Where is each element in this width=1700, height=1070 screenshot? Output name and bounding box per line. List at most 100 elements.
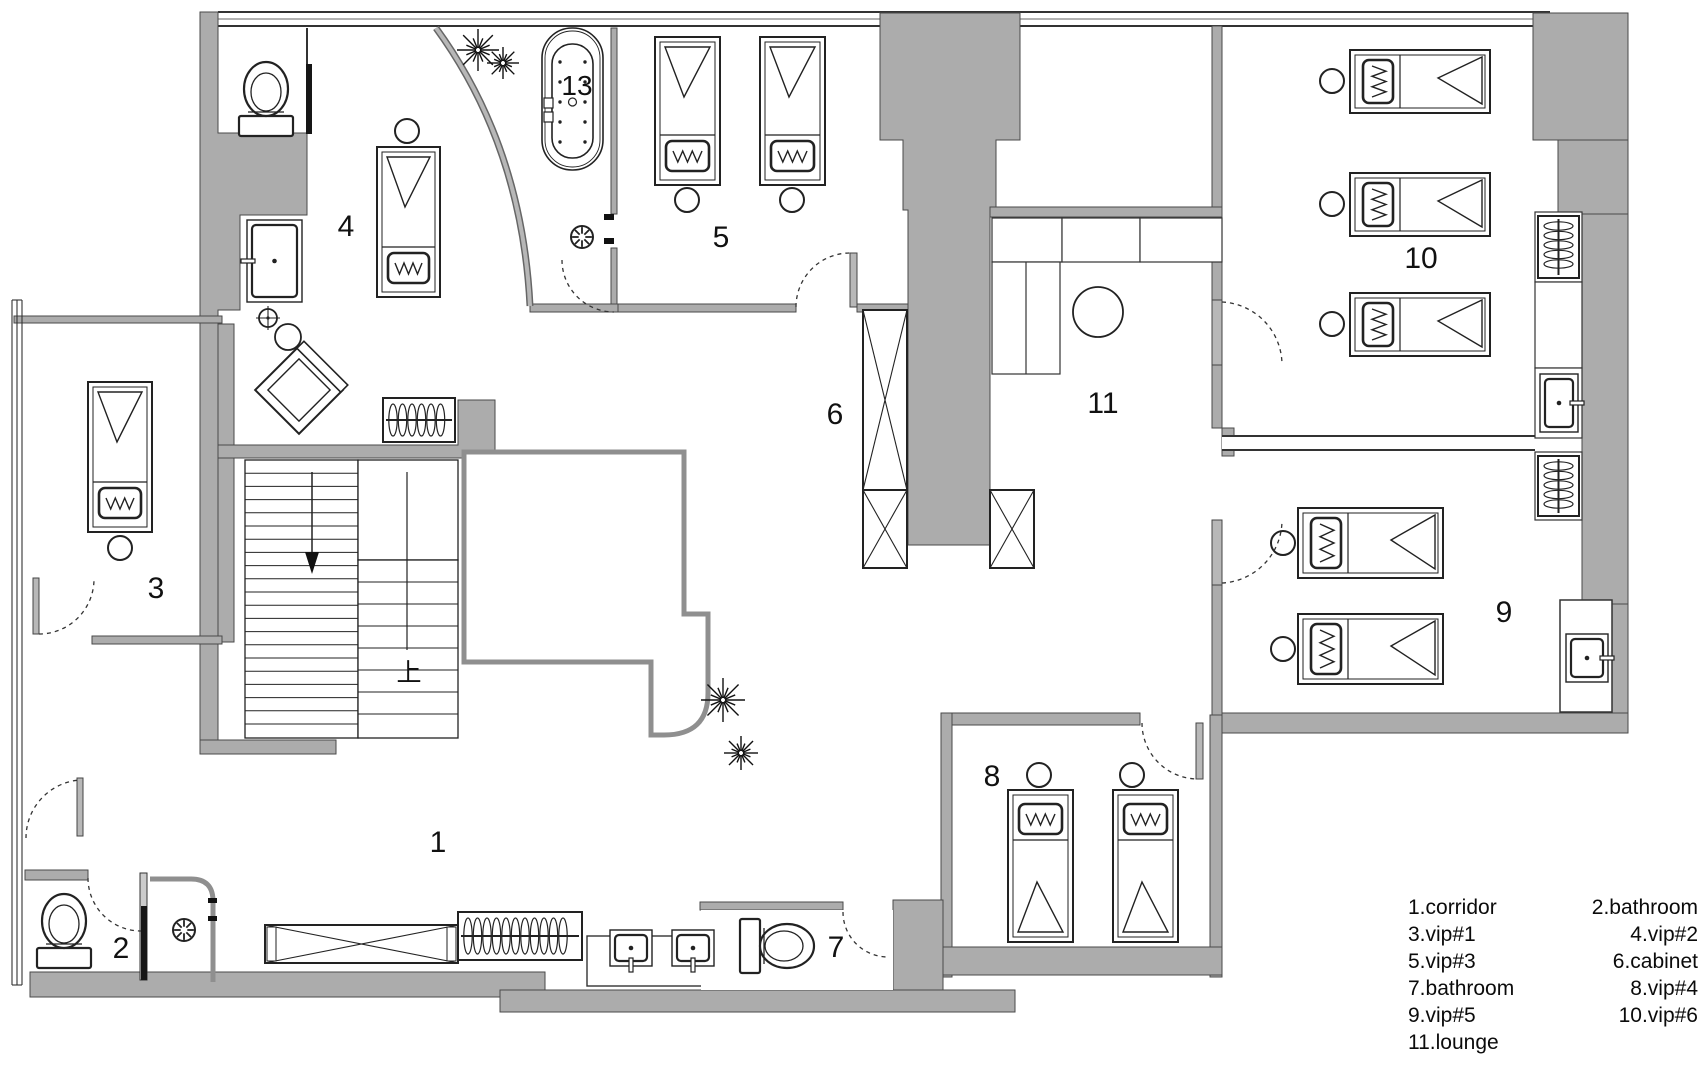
open-well [461,449,711,738]
legend-item: 1.corridor [1408,896,1497,919]
room-label-lounge: 11 [1087,387,1118,420]
massage-bed [1349,172,1491,237]
stool [674,187,700,213]
stool [1270,636,1296,662]
door-leaf [849,252,858,308]
legend-item: 5.vip#3 [1408,950,1476,973]
floor-drain-icon [172,918,196,942]
pocket-doors [139,28,614,981]
stool [779,187,805,213]
door-leaf [1195,722,1204,780]
room-label-vip4: 8 [984,760,1001,793]
stool [1026,762,1052,788]
stair-landing [357,459,459,561]
radiator [1537,215,1580,279]
legend-item: 3.vip#1 [1408,923,1476,946]
massage-bed [1297,507,1444,579]
stool [1119,762,1145,788]
floor-drain-icon [256,306,280,330]
legend-item: 9.vip#5 [1408,1004,1476,1027]
legend-item: 4.vip#2 [1630,923,1698,946]
divider-wall-10-9 [1222,435,1535,451]
room-label-bathroom7: 7 [828,931,845,964]
legend-item: 2.bathroom [1591,896,1698,919]
radiator [457,911,583,961]
room-label-vip3: 5 [713,221,730,254]
legend-item: 6.cabinet [1612,950,1698,973]
storage-x-unit [862,309,908,491]
sink-icon [240,219,303,303]
room-label-vip1: 3 [148,572,165,605]
curved-wall [433,25,534,307]
massage-bed [376,146,441,298]
door-arc [25,779,81,839]
doors [25,252,1283,958]
stairs [244,459,459,739]
room-labels: 1 2 3 4 5 6 7 8 9 10 11 13 上 [113,70,1513,965]
door-arc [1221,301,1283,366]
room-label-bath13: 13 [561,70,592,101]
door-leaf [76,777,84,837]
floor-drain-icon [570,225,594,249]
radiator [382,397,456,443]
room-label-corridor: 1 [430,826,447,859]
door-arc [1141,722,1199,780]
plant-icon [724,736,758,770]
legend-row: 1.corridor 2.bathroom [1408,894,1698,921]
toilet-icon [738,917,816,975]
door-arc [795,252,851,308]
legend-item: 8.vip#4 [1630,977,1698,1000]
massage-bed [1007,789,1074,943]
room-label-vip6: 10 [1404,242,1437,275]
room-label-stairs-up-note: 上 [396,659,421,687]
plant-icon [457,29,499,71]
door-arc [1221,519,1283,584]
stool [1319,68,1345,94]
door-arc [561,259,615,313]
toilet-icon [237,60,295,138]
storage-x-unit [989,489,1035,569]
toilet-icon [35,892,93,970]
door-arc [38,579,95,635]
round-table [274,323,302,351]
legend-item: 10.vip#6 [1618,1004,1698,1027]
massage-bed [759,36,826,186]
sink-icon [609,929,653,973]
stool [394,118,420,144]
door-arc [842,911,889,958]
massage-bed [1297,613,1444,685]
legend-item: 7.bathroom [1408,977,1515,1000]
stool [1319,311,1345,337]
massage-bed [1112,789,1179,943]
furniture-layer [35,27,1615,975]
massage-bed [1349,292,1491,357]
armchair-icon [253,340,349,436]
door-leaf [32,577,40,635]
storage-x-unit [264,924,459,964]
sink-icon [1565,633,1615,683]
legend-item: 11.lounge [1408,1031,1499,1054]
glass-wall [11,299,23,986]
stool [1270,530,1296,556]
walls [13,11,1629,1013]
room-label-cabinet: 6 [827,398,844,431]
legend: 1.corridor 2.bathroom 3.vip#1 4.vip#2 5.vi… [1408,894,1698,1056]
room-label-vip2: 4 [338,210,355,243]
door-leaf [1211,519,1223,586]
bathtub-icon [541,27,604,171]
massage-bed [87,381,153,533]
room-label-vip5: 9 [1496,596,1513,629]
sink-icon [671,929,715,973]
legend-row: 9.vip#5 10.vip#6 [1408,1002,1698,1029]
round-table [1072,286,1124,338]
legend-row: 7.bathroom 8.vip#4 [1408,975,1698,1002]
massage-bed [1349,49,1491,114]
sink-icon [1539,373,1585,433]
plant-icon [487,47,519,79]
door-arc [87,877,142,932]
legend-row: 11.lounge [1408,1029,1698,1056]
room-label-bathroom2: 2 [113,932,130,965]
door-leaf [1211,299,1223,366]
